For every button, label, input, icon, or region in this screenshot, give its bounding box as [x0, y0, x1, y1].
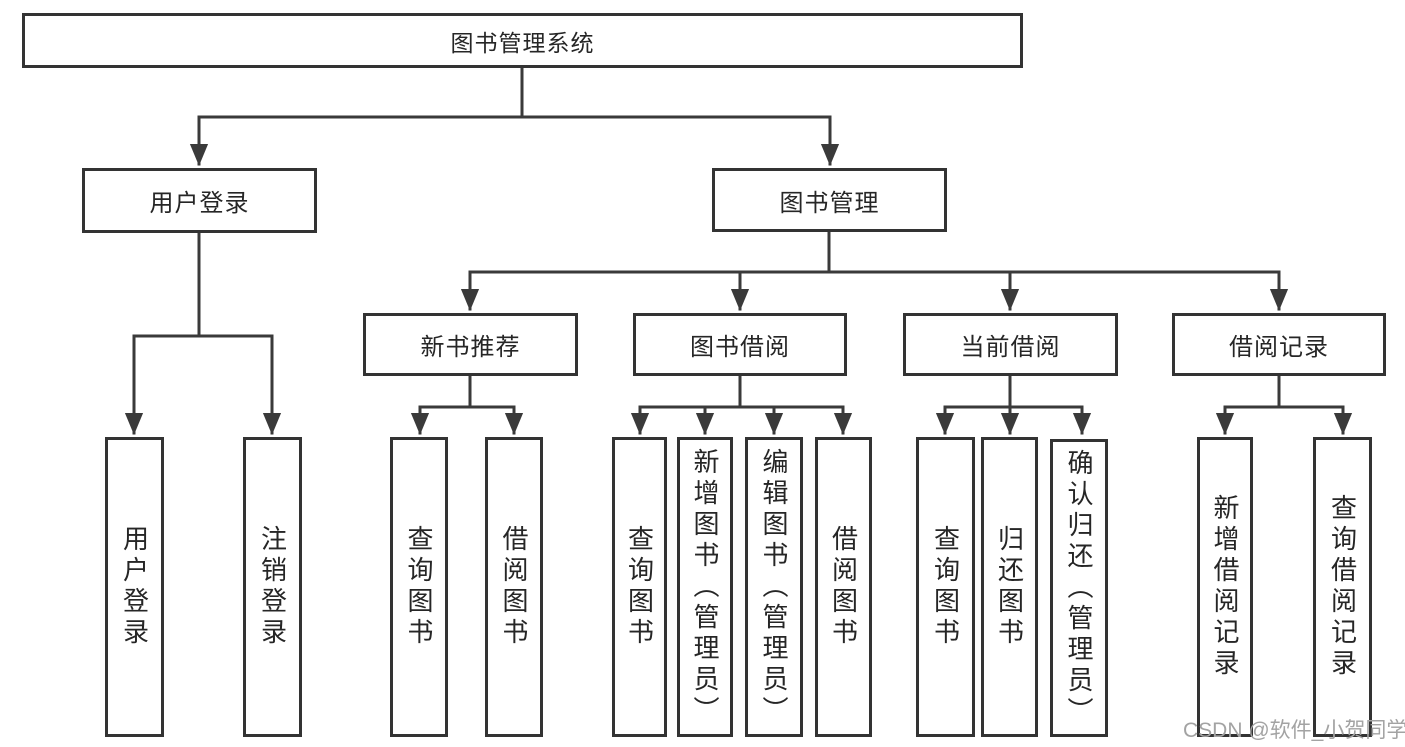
node-leaf-query-borrow-record: 查询借阅记录 — [1313, 437, 1372, 737]
node-leaf-add-books-admin: 新增图书（管理员） — [677, 437, 733, 737]
node-book-borrow: 图书借阅 — [633, 313, 847, 376]
node-leaf-user-login: 用户登录 — [105, 437, 164, 737]
node-leaf-return-books: 归还图书 — [981, 437, 1038, 737]
node-book-management-branch: 图书管理 — [712, 168, 947, 232]
node-user-login-branch: 用户登录 — [82, 168, 317, 233]
node-leaf-query-books-current: 查询图书 — [916, 437, 975, 737]
node-current-borrow: 当前借阅 — [903, 313, 1118, 376]
node-borrow-records: 借阅记录 — [1172, 313, 1386, 376]
node-leaf-add-borrow-record: 新增借阅记录 — [1197, 437, 1253, 737]
node-leaf-confirm-return-admin: 确认归还（管理员） — [1050, 439, 1108, 737]
node-root-system: 图书管理系统 — [22, 13, 1023, 68]
node-leaf-query-books-recommend: 查询图书 — [390, 437, 448, 737]
node-new-book-recommend: 新书推荐 — [363, 313, 578, 376]
node-leaf-query-books-borrow: 查询图书 — [612, 437, 667, 737]
node-leaf-edit-books-admin: 编辑图书（管理员） — [745, 437, 803, 737]
node-leaf-borrow-books: 借阅图书 — [815, 437, 872, 737]
node-leaf-logout: 注销登录 — [243, 437, 302, 737]
node-leaf-borrow-books-recommend: 借阅图书 — [485, 437, 543, 737]
csdn-watermark: CSDN @软件_小贺同学 — [1183, 719, 1405, 742]
